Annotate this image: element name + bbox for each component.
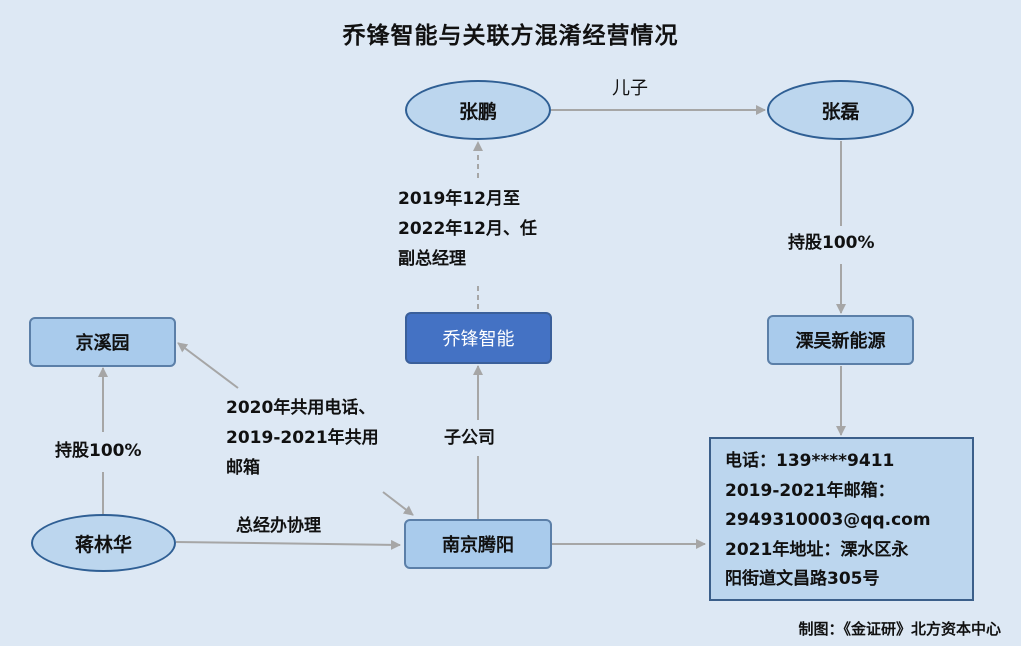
label-shared-line1: 2020年共用电话、 xyxy=(226,398,376,418)
node-jingxiyuan: 京溪园 xyxy=(29,317,176,367)
info-box: 电话：139****9411 2019-2021年邮箱： 2949310003@… xyxy=(709,437,974,601)
label-vp-line2: 2022年12月、任 xyxy=(398,219,537,239)
node-zhang-peng: 张鹏 xyxy=(405,80,551,140)
node-nanjing-tengyang: 南京腾阳 xyxy=(404,519,552,569)
node-zhang-lei: 张磊 xyxy=(767,80,914,140)
label-vp-tenure: 2019年12月至 2022年12月、任 副总经理 xyxy=(398,184,537,274)
label-shared-line2: 2019-2021年共用 xyxy=(226,428,379,448)
node-qiaofeng: 乔锋智能 xyxy=(405,312,552,364)
info-phone: 电话：139****9411 xyxy=(725,451,895,471)
label-shared-contact: 2020年共用电话、 2019-2021年共用 邮箱 xyxy=(226,393,379,483)
label-hold-left: 持股100% xyxy=(55,441,142,461)
label-assistant: 总经办协理 xyxy=(236,516,321,536)
diagram-title: 乔锋智能与关联方混淆经营情况 xyxy=(342,23,679,49)
arrow-shared-tengyang xyxy=(382,491,414,516)
arrow-jiang-tengyang xyxy=(175,539,401,550)
label-vp-line3: 副总经理 xyxy=(398,249,466,269)
node-liwu: 溧吴新能源 xyxy=(767,315,914,365)
label-shared-line3: 邮箱 xyxy=(226,458,260,478)
label-son: 儿子 xyxy=(612,78,648,99)
info-email: 2949310003@qq.com xyxy=(725,510,931,530)
credit-line: 制图：《金证研》北方资本中心 xyxy=(798,620,1001,638)
info-email-label: 2019-2021年邮箱： xyxy=(725,480,895,501)
label-hold-right: 持股100% xyxy=(788,233,875,253)
arrow-shared-jingxiyuan xyxy=(177,342,239,389)
label-vp-line1: 2019年12月至 xyxy=(398,189,520,209)
info-address-line2: 阳街道文昌路305号 xyxy=(725,569,880,589)
info-address-line1: 2021年地址：溧水区永 xyxy=(725,539,909,560)
node-jiang-linhua: 蒋林华 xyxy=(31,514,176,572)
label-subsidiary: 子公司 xyxy=(444,428,495,448)
